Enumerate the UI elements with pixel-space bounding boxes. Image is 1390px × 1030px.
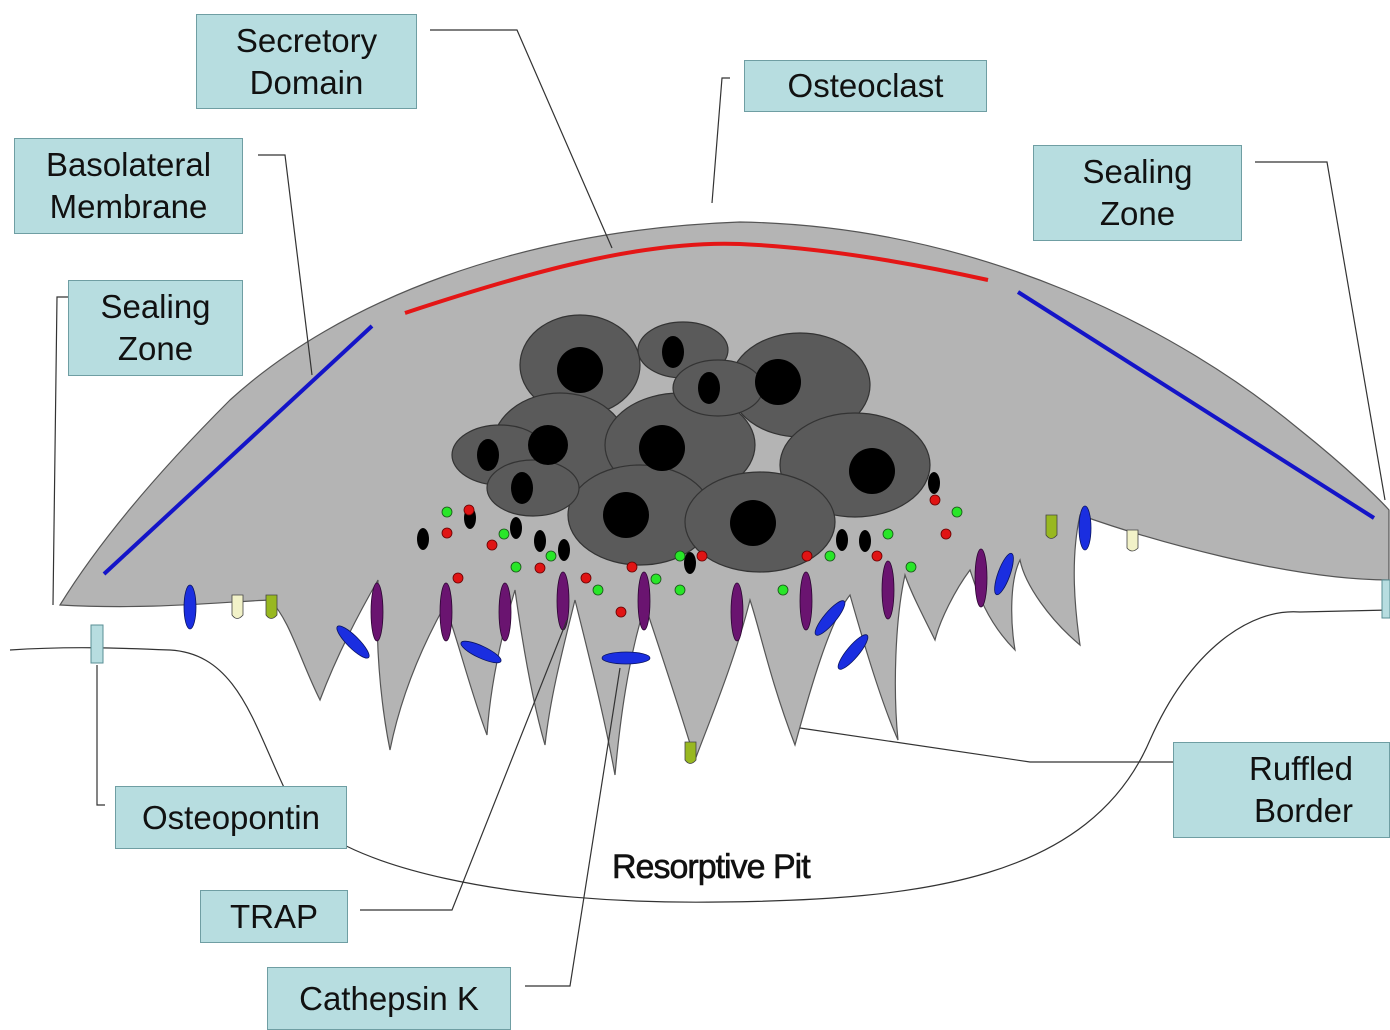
vesicle xyxy=(534,530,546,552)
osteopontin-marker xyxy=(266,595,277,619)
label-line: Border xyxy=(1254,790,1353,832)
vesicle xyxy=(906,562,916,572)
nucleolus xyxy=(557,347,603,393)
label-osteopontin: Osteopontin xyxy=(115,786,347,849)
vesicle xyxy=(675,551,685,561)
leader-basolateral xyxy=(258,155,312,375)
vesicle xyxy=(778,585,788,595)
vesicle xyxy=(558,539,570,561)
label-line: Ruffled xyxy=(1249,748,1353,790)
trap-marker xyxy=(499,583,511,641)
vesicle xyxy=(442,528,452,538)
vesicle xyxy=(872,551,882,561)
label-line: TRAP xyxy=(230,896,318,938)
sealing-zone-attachment-right xyxy=(1382,580,1390,618)
vesicle xyxy=(581,573,591,583)
label-line: Basolateral xyxy=(46,144,211,186)
label-line: Secretory xyxy=(236,20,377,62)
trap-marker xyxy=(882,561,894,619)
trap-marker xyxy=(975,549,987,607)
vesicle xyxy=(941,529,951,539)
nucleolus xyxy=(755,359,801,405)
vesicle xyxy=(836,529,848,551)
vesicle xyxy=(442,507,452,517)
trap-marker xyxy=(557,572,569,630)
label-line: Osteoclast xyxy=(788,65,944,107)
nucleolus xyxy=(603,492,649,538)
label-secretory-domain: Secretory Domain xyxy=(196,14,417,109)
nucleolus xyxy=(698,372,720,404)
label-ruffled-border: Ruffled Border xyxy=(1173,742,1390,838)
nucleolus xyxy=(730,500,776,546)
vesicle xyxy=(651,574,661,584)
label-sealing-zone-right: Sealing Zone xyxy=(1033,145,1242,241)
resorptive-pit-label: Resorptive Pit xyxy=(612,848,810,887)
vesicle xyxy=(825,551,835,561)
vesicle xyxy=(675,585,685,595)
vesicle xyxy=(883,529,893,539)
osteopontin-marker xyxy=(685,742,696,764)
trap-marker xyxy=(440,583,452,641)
label-line: Domain xyxy=(250,62,364,104)
vesicle xyxy=(930,495,940,505)
label-line: Membrane xyxy=(50,186,208,228)
label-cathepsin-k: Cathepsin K xyxy=(267,967,511,1030)
vesicle xyxy=(593,585,603,595)
vesicle xyxy=(684,552,696,574)
label-osteoclast: Osteoclast xyxy=(744,60,987,112)
label-line: Zone xyxy=(1100,193,1175,235)
vesicle xyxy=(510,517,522,539)
cathepsin-marker xyxy=(184,585,196,629)
nucleolus xyxy=(639,425,685,471)
label-line: Sealing xyxy=(1082,151,1192,193)
nucleolus xyxy=(511,472,533,504)
nucleolus xyxy=(528,425,568,465)
vesicle xyxy=(499,529,509,539)
sealing-zone-attachment-left xyxy=(91,625,103,663)
label-sealing-zone-left: Sealing Zone xyxy=(68,280,243,376)
trap-marker xyxy=(800,572,812,630)
vesicle xyxy=(487,540,497,550)
trap-marker xyxy=(371,583,383,641)
label-trap: TRAP xyxy=(200,890,348,943)
trap-marker xyxy=(638,572,650,630)
vesicle xyxy=(697,551,707,561)
leader-secretory xyxy=(430,30,612,248)
trap-marker xyxy=(731,583,743,641)
label-line: Sealing xyxy=(100,286,210,328)
vesicle xyxy=(511,562,521,572)
vesicle xyxy=(453,573,463,583)
leader-osteopontin xyxy=(97,665,105,805)
osteopontin-marker xyxy=(1127,530,1138,551)
vesicle xyxy=(928,472,940,494)
vesicle xyxy=(627,562,637,572)
vesicle xyxy=(616,607,626,617)
nucleolus xyxy=(477,439,499,471)
nucleolus xyxy=(849,448,895,494)
osteopontin-marker xyxy=(1046,515,1057,539)
vesicle xyxy=(535,563,545,573)
vesicle xyxy=(464,505,474,515)
vesicle xyxy=(952,507,962,517)
label-line: Cathepsin K xyxy=(299,978,479,1020)
label-line: Zone xyxy=(118,328,193,370)
nucleolus xyxy=(662,336,684,368)
cathepsin-marker xyxy=(834,631,871,672)
label-basolateral-membrane: Basolateral Membrane xyxy=(14,138,243,234)
label-line: Osteopontin xyxy=(142,797,320,839)
cathepsin-marker xyxy=(602,652,650,664)
vesicle xyxy=(859,530,871,552)
leader-osteoclast xyxy=(712,78,730,203)
vesicle xyxy=(546,551,556,561)
leader-ruffled xyxy=(800,728,1173,762)
vesicle xyxy=(802,551,812,561)
vesicle xyxy=(417,528,429,550)
osteopontin-marker xyxy=(232,595,243,619)
cathepsin-marker xyxy=(1079,506,1091,550)
